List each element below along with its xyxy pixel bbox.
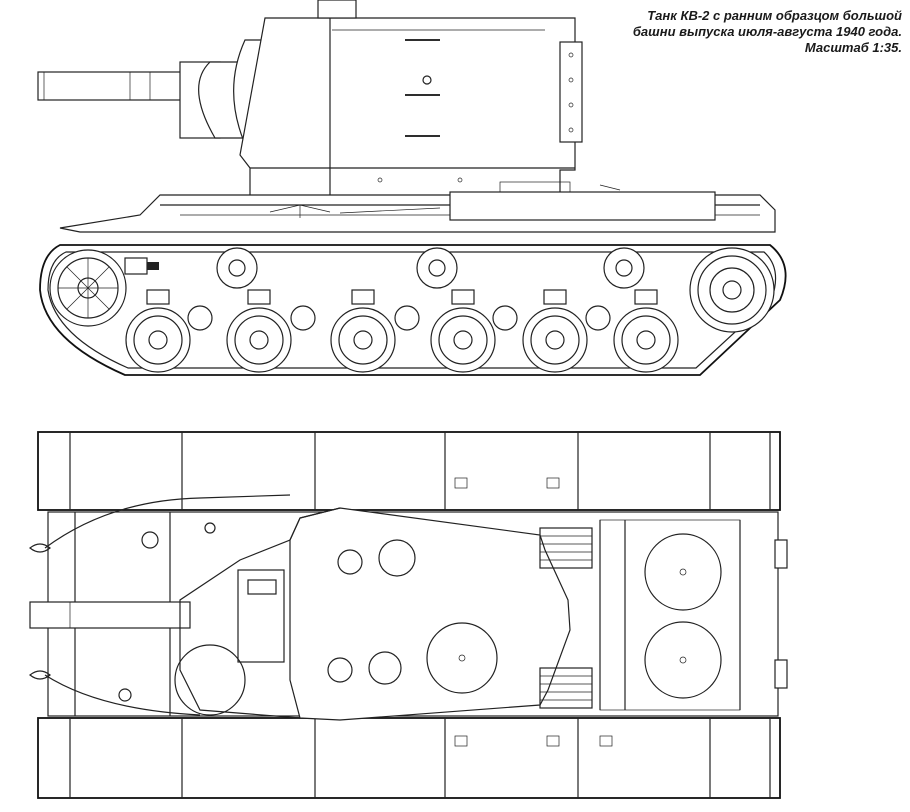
tow-cables: [44, 494, 291, 716]
main-gun-top: [29, 543, 191, 680]
road-wheel: [430, 289, 496, 373]
road-wheel: [522, 289, 588, 373]
main-gun: [37, 61, 251, 139]
drive-sprocket: [689, 247, 775, 333]
road-wheels: [125, 289, 679, 373]
turret: [239, 0, 583, 199]
caption-line-1: Танк КВ-2 с ранним образцом большой: [647, 8, 902, 23]
track-top-lower: [37, 717, 781, 799]
idler-wheel: [49, 249, 127, 327]
hull-side: [59, 181, 776, 233]
caption-line-2: башни выпуска июля-августа 1940 года.: [632, 24, 902, 39]
engine-louvres: [539, 527, 593, 709]
track-side: [39, 244, 787, 376]
track-top-upper: [37, 431, 781, 511]
road-wheel: [226, 289, 292, 373]
drawing-caption: Танк КВ-2 с ранним образцом большой башн…: [602, 8, 902, 56]
road-wheel: [613, 289, 679, 373]
top-view: [29, 431, 788, 799]
suspension-hubs: [187, 305, 611, 331]
return-rollers: [216, 247, 645, 289]
road-wheel: [125, 289, 191, 373]
side-view: [37, 0, 787, 376]
road-wheel: [330, 289, 396, 373]
caption-line-3: Масштаб 1:35.: [804, 40, 902, 55]
tow-hook: [124, 257, 159, 275]
